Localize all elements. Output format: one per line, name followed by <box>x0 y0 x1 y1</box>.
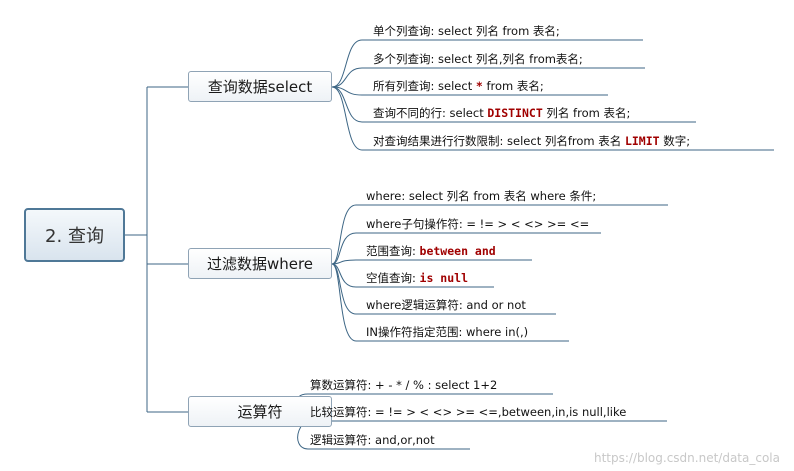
leaf-item[interactable]: where: select 列名 from 表名 where 条件; <box>366 189 596 203</box>
leaf-item[interactable]: where子句操作符: = != > < <> >= <= <box>366 217 589 231</box>
leaf-text: from 表名; <box>482 79 544 93</box>
leaf-item[interactable]: 空值查询: is null <box>366 271 468 285</box>
leaf-item[interactable]: 逻辑运算符: and,or,not <box>310 433 435 447</box>
leaf-text: 范围查询: <box>366 244 420 258</box>
leaf-connector <box>331 39 643 88</box>
leaf-item[interactable]: IN操作符指定范围: where in(,) <box>366 325 528 339</box>
branch-label: 查询数据select <box>207 78 313 96</box>
leaf-text: 空值查询: <box>366 271 420 285</box>
leaf-connector <box>331 86 608 96</box>
leaf-connector <box>331 86 774 151</box>
leaf-text: 对查询结果进行行数限制: select 列名from 表名 <box>373 134 625 148</box>
leaf-item[interactable]: 比较运算符: = != > < <> >= <=,between,in,is n… <box>310 405 626 419</box>
keyword-text: DISTINCT <box>487 106 543 120</box>
leaf-text: 数字; <box>659 134 691 148</box>
watermark: https://blog.csdn.net/data_cola <box>593 451 780 465</box>
leaf-text: 列名 from 表名; <box>542 106 631 120</box>
keyword-text: LIMIT <box>624 134 660 148</box>
leaf-text: 算数运算符: + - * / % : select 1+2 <box>310 378 498 392</box>
leaf-connector <box>331 86 696 123</box>
leaf-text: where: select 列名 from 表名 where 条件; <box>366 189 597 203</box>
branch-label: 运算符 <box>237 403 283 421</box>
leaf-item[interactable]: 范围查询: between and <box>366 244 496 258</box>
leaf-text: 比较运算符: = != > < <> >= <=,between,in,is n… <box>310 405 627 419</box>
root-label: 2. 查询 <box>45 226 104 247</box>
leaf-item[interactable]: where逻辑运算符: and or not <box>366 298 526 312</box>
leaf-text: 单个列查询: select 列名 from 表名; <box>373 24 560 38</box>
leaf-connector <box>331 259 532 265</box>
leaf-item[interactable]: 所有列查询: select * from 表名; <box>373 79 544 93</box>
branch-node-operators[interactable]: 运算符 <box>188 396 332 427</box>
leaf-text: where逻辑运算符: and or not <box>366 298 526 312</box>
leaf-item[interactable]: 单个列查询: select 列名 from 表名; <box>373 24 560 38</box>
keyword-text: between and <box>419 244 496 258</box>
branch-node-where[interactable]: 过滤数据where <box>188 248 332 279</box>
leaf-text: 逻辑运算符: and,or,not <box>310 433 435 447</box>
leaf-text: 所有列查询: select <box>373 79 476 93</box>
leaf-connector <box>331 263 569 342</box>
leaf-item[interactable]: 算数运算符: + - * / % : select 1+2 <box>310 378 497 392</box>
leaf-text: 查询不同的行: select <box>373 106 488 120</box>
leaf-item[interactable]: 查询不同的行: select DISTINCT 列名 from 表名; <box>373 106 630 120</box>
leaf-text: where子句操作符: = != > < <> >= <= <box>366 217 590 231</box>
leaf-text: 多个列查询: select 列名,列名 from表名; <box>373 52 583 66</box>
leaf-item[interactable]: 对查询结果进行行数限制: select 列名from 表名 LIMIT 数字; <box>373 134 690 148</box>
leaf-item[interactable]: 多个列查询: select 列名,列名 from表名; <box>373 52 583 66</box>
keyword-text: is null <box>419 271 468 285</box>
leaf-text: IN操作符指定范围: where in(,) <box>366 325 529 339</box>
branch-label: 过滤数据where <box>206 255 314 273</box>
keyword-text: * <box>475 79 483 93</box>
root-node[interactable]: 2. 查询 <box>24 208 125 262</box>
branch-node-select[interactable]: 查询数据select <box>188 71 332 102</box>
leaf-connector <box>331 67 645 88</box>
leaf-connector <box>331 204 668 265</box>
leaf-connector <box>331 232 601 265</box>
